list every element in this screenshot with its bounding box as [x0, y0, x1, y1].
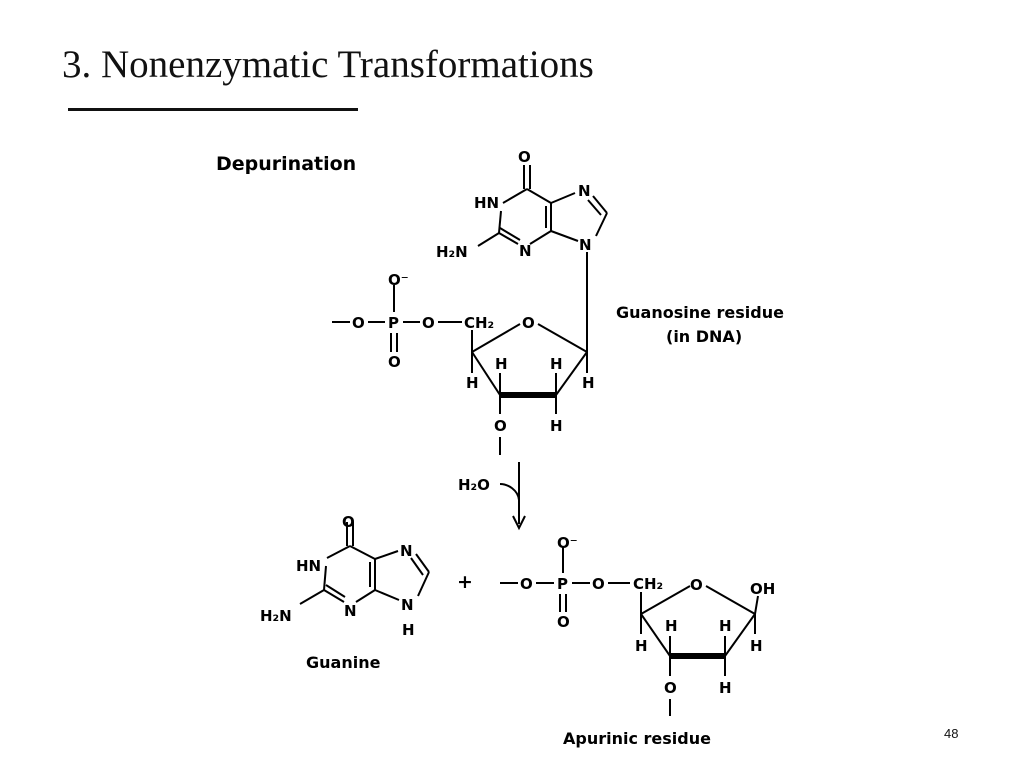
sugar-phosphate-top: O⁻ O P O O CH₂ O H H H H O H	[332, 271, 595, 455]
atom-n: N	[344, 602, 357, 620]
atom-oh: OH	[750, 580, 775, 598]
atom-o: O	[342, 513, 355, 531]
atom-ch2: CH₂	[633, 575, 663, 593]
atom-o: O	[494, 417, 507, 435]
atom-o: O	[592, 575, 605, 593]
atom-ch2: CH₂	[464, 314, 494, 332]
product1-label: Guanine	[306, 653, 381, 672]
atom-h: H	[719, 617, 732, 635]
reagent-water: H₂O	[458, 476, 490, 494]
product2-label: Apurinic residue	[563, 729, 711, 748]
atom-h: H	[550, 355, 563, 373]
atom-o: O	[422, 314, 435, 332]
atom-hn: HN	[474, 194, 499, 212]
ring-o: O	[690, 576, 703, 594]
atom-p: P	[388, 314, 399, 332]
atom-p: P	[557, 575, 568, 593]
atom-h: H	[719, 679, 732, 697]
atom-o: O	[520, 575, 533, 593]
atom-h: H	[466, 374, 479, 392]
atom-n: N	[519, 242, 532, 260]
atom-h2n: H₂N	[436, 243, 468, 261]
atom-o: O	[557, 613, 570, 631]
atom-h: H	[635, 637, 648, 655]
atom-n: N	[578, 182, 591, 200]
atom-o-minus: O⁻	[388, 271, 409, 289]
reactant-label-line2: (in DNA)	[666, 327, 742, 346]
slide-number: 48	[944, 726, 959, 741]
slide-title: 3. Nonenzymatic Transformations	[62, 43, 594, 86]
atom-n: N	[401, 596, 414, 614]
title-underline	[68, 108, 358, 111]
atom-h2n: H₂N	[260, 607, 292, 625]
atom-o-minus: O⁻	[557, 534, 578, 552]
atom-h: H	[582, 374, 595, 392]
atom-h: H	[495, 355, 508, 373]
reactant-label-line1: Guanosine residue	[616, 303, 784, 322]
atom-h: H	[665, 617, 678, 635]
reaction-arrow: H₂O	[458, 462, 526, 531]
atom-n: N	[579, 236, 592, 254]
atom-o: O	[388, 353, 401, 371]
apurinic-residue: O⁻ O P O O CH₂ O OH H H H H O H	[500, 534, 775, 716]
plus-sign: +	[457, 571, 473, 593]
atom-hn: HN	[296, 557, 321, 575]
atom-o: O	[518, 148, 531, 166]
atom-h: H	[402, 621, 415, 639]
guanine-product: O HN H₂N N N N H	[260, 513, 430, 639]
atom-o: O	[664, 679, 677, 697]
atom-n: N	[400, 542, 413, 560]
atom-o: O	[352, 314, 365, 332]
ring-o: O	[522, 314, 535, 332]
atom-h: H	[750, 637, 763, 655]
atom-h: H	[550, 417, 563, 435]
guanine-base-top: O HN H₂N N N N	[436, 148, 608, 352]
scheme-heading: Depurination	[216, 153, 356, 175]
